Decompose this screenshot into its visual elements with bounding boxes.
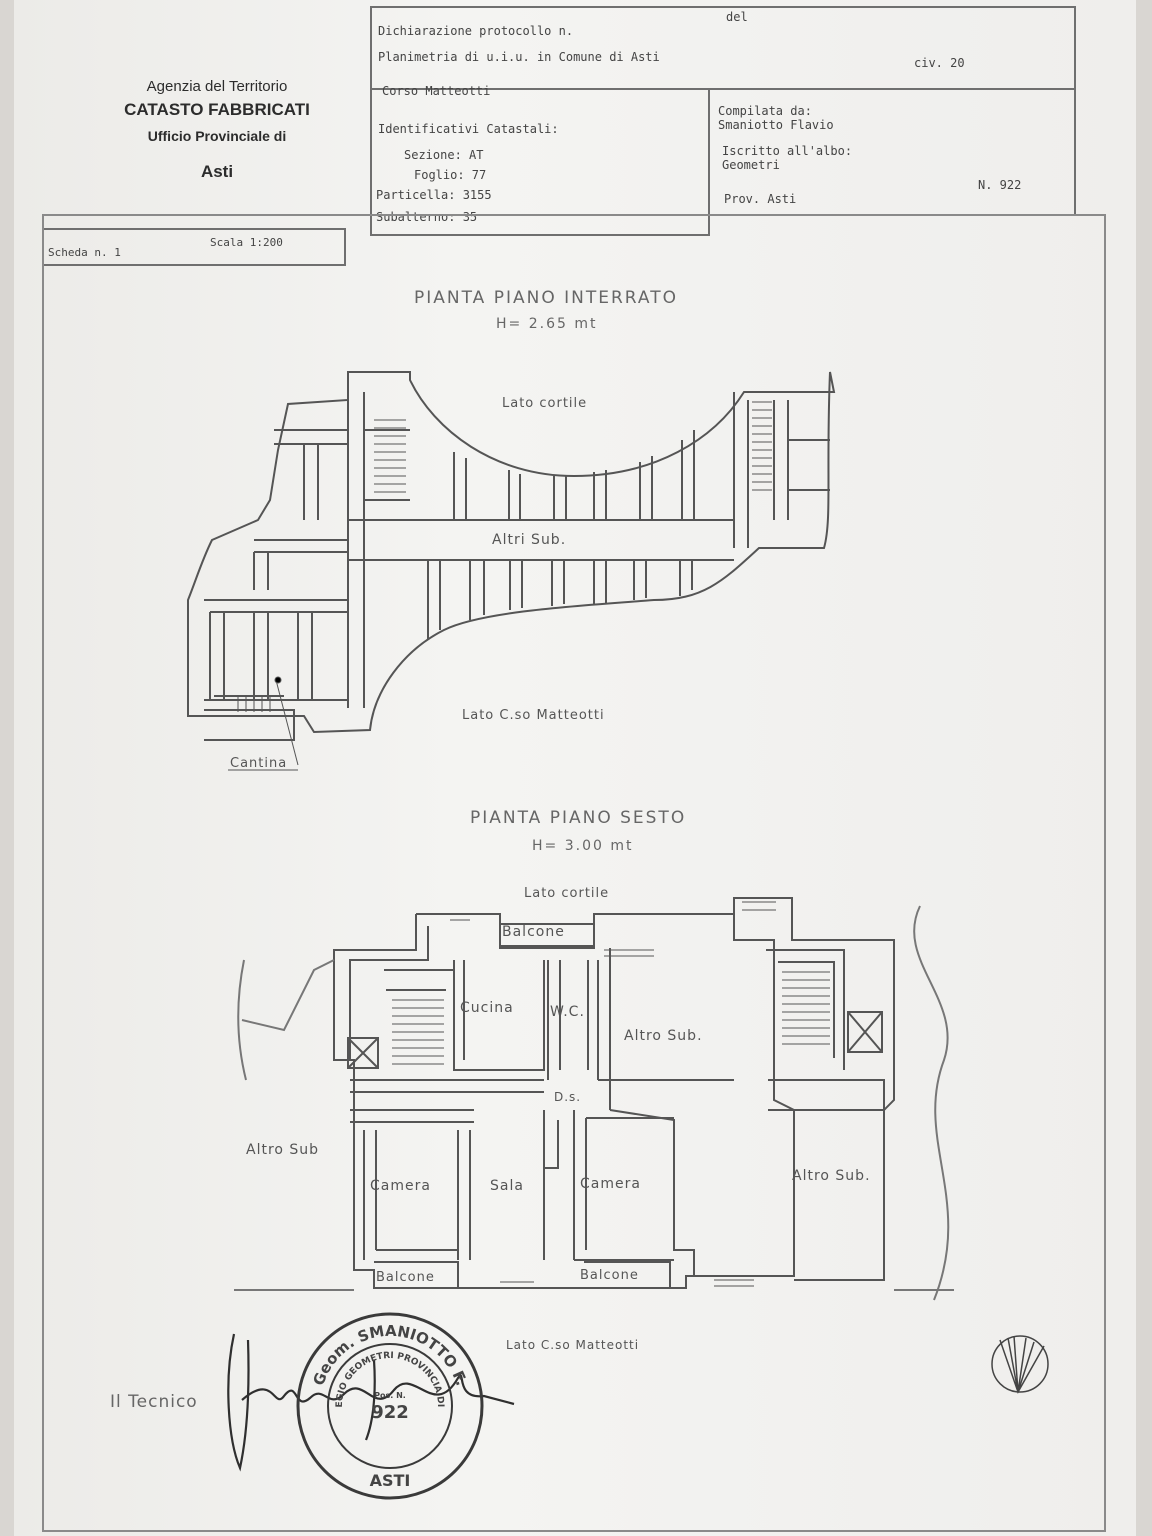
floor-plans-drawing [187, 371, 954, 1301]
room-wc: W.C. [550, 1004, 585, 1020]
declaration-label: Dichiarazione protocollo n. [378, 24, 574, 38]
signature-drawing [227, 1333, 1049, 1472]
register-label: Iscritto all'albo: [722, 144, 853, 158]
sixth-lato-cortile: Lato cortile [524, 886, 610, 901]
room-balcone-top: Balcone [502, 924, 565, 940]
planimetry-label: Planimetria di u.i.u. in Comune di Asti [378, 50, 660, 64]
room-camera-left: Camera [370, 1178, 431, 1194]
room-ds: D.s. [554, 1090, 582, 1104]
subalterno: Subalterno: 35 [376, 210, 478, 224]
compiled-by-label: Compilata da: [718, 104, 812, 118]
basement-plan-title: PIANTA PIANO INTERRATO [414, 288, 678, 308]
room-altro-sub-left: Altro Sub [246, 1142, 320, 1158]
particella: Particella: 3155 [376, 188, 492, 202]
sixth-plan-height: H= 3.00 mt [532, 838, 634, 854]
street-name: Corso Matteotti [382, 84, 491, 98]
basement-lato-corso: Lato C.so Matteotti [462, 708, 605, 723]
room-altro-sub-right: Altro Sub. [792, 1168, 871, 1184]
sixth-plan-title: PIANTA PIANO SESTO [470, 808, 687, 828]
stamp-pos: Pos. N. [374, 1391, 406, 1400]
scale: Scala 1:200 [210, 236, 283, 249]
tecnico-label: Il Tecnico [110, 1392, 198, 1412]
stamp-number: 922 [371, 1402, 409, 1423]
basement-lato-cortile: Lato cortile [502, 396, 588, 411]
declaration-del: del [726, 10, 748, 24]
room-balcone-right: Balcone [580, 1268, 639, 1283]
official-stamp: Geom. SMANIOTTO F. COLLEGIO GEOMETRI PRO… [290, 1306, 490, 1506]
civic-number: civ. 20 [914, 56, 965, 70]
basement-outline [187, 371, 836, 734]
drawing-frame [42, 214, 1106, 1532]
basement-cantina: Cantina [230, 756, 288, 771]
register-value: Geometri [722, 158, 780, 172]
province: Prov. Asti [724, 192, 797, 206]
registration-number: N. 922 [978, 178, 1022, 192]
sezione: Sezione: AT [404, 148, 484, 162]
agency-name: Agenzia del Territorio [146, 78, 288, 95]
cadastral-title: Identificativi Catastali: [378, 122, 559, 136]
room-sala: Sala [490, 1178, 524, 1194]
foglio: Foglio: 77 [414, 168, 487, 182]
cadastral-sheet: Agenzia del Territorio CATASTO FABBRICAT… [14, 0, 1136, 1536]
sixth-lato-corso: Lato C.so Matteotti [506, 1338, 640, 1352]
room-camera-right: Camera [580, 1176, 641, 1192]
scheda-number: Scheda n. 1 [48, 246, 121, 259]
office-name: Ufficio Provinciale di [147, 128, 287, 144]
room-cucina: Cucina [460, 1000, 514, 1016]
basement-plan-height: H= 2.65 mt [496, 316, 598, 332]
compiled-by-name: Smaniotto Flavio [718, 118, 834, 132]
room-balcone-left: Balcone [376, 1270, 435, 1285]
office-city: Asti [200, 162, 234, 181]
room-altro-sub-center: Altro Sub. [624, 1028, 703, 1044]
catasto-title: CATASTO FABBRICATI [124, 100, 310, 119]
basement-altri-sub: Altri Sub. [492, 532, 567, 548]
stamp-city: ASTI [370, 1471, 411, 1490]
